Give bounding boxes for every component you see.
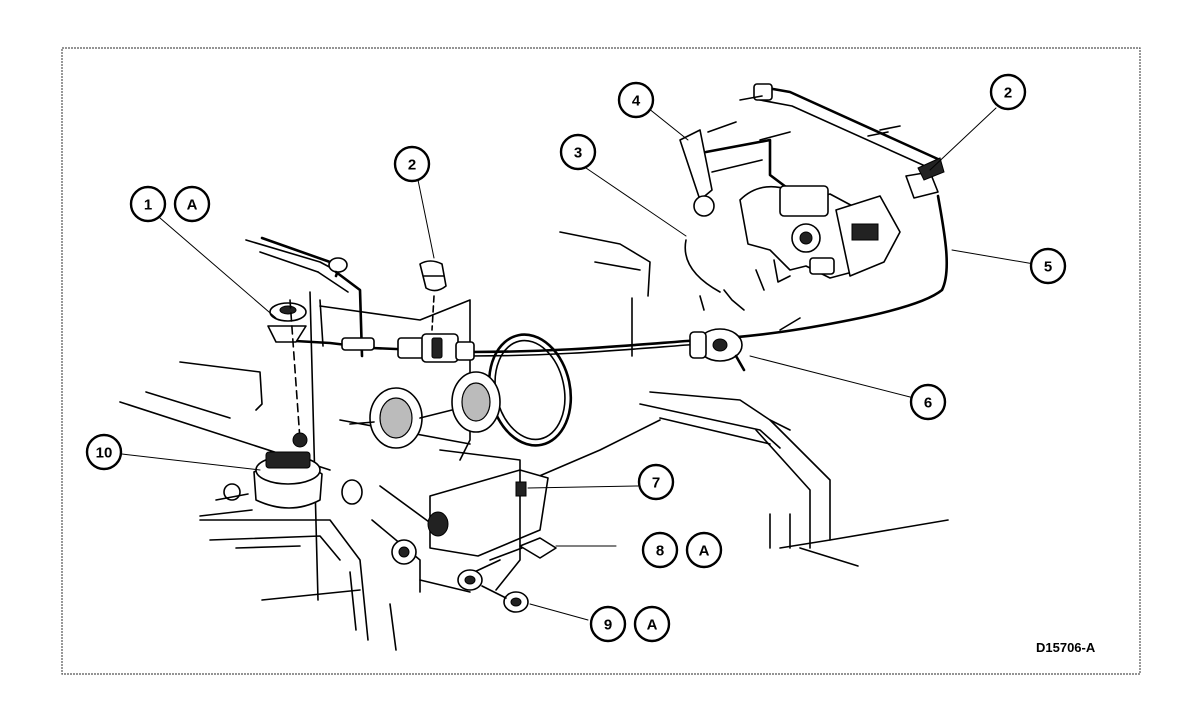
nut-9 <box>457 569 529 613</box>
callout-label: 2 <box>408 157 416 174</box>
callout-label: 6 <box>924 395 932 412</box>
callout-c8a: A <box>685 531 723 569</box>
callout-label: 1 <box>144 197 152 214</box>
callout-label: 9 <box>604 617 612 634</box>
callout-circle <box>989 73 1027 111</box>
callout-circle <box>589 605 627 643</box>
callout-c1: 1 <box>129 185 167 223</box>
callout-c6: 6 <box>909 383 947 421</box>
retaining-clip-left <box>419 260 447 331</box>
callout-label: 3 <box>574 145 582 162</box>
callout-circle <box>129 185 167 223</box>
callout-label: 10 <box>96 445 113 462</box>
callout-c8: 8 <box>641 531 679 569</box>
callout-circle <box>1029 247 1067 285</box>
release-cable <box>276 194 948 447</box>
callout-c1a: A <box>173 185 211 223</box>
callout-c7: 7 <box>637 463 675 501</box>
callout-c4: 4 <box>617 81 655 119</box>
callout-c10: 10 <box>85 433 123 471</box>
callout-c5: 5 <box>1029 247 1067 285</box>
callout-circle <box>637 463 675 501</box>
callout-c9a: A <box>633 605 671 643</box>
engine-compartment-outline <box>119 231 949 651</box>
leader-lines <box>121 107 1035 621</box>
callout-label: A <box>699 543 710 560</box>
slave-cylinder <box>199 432 323 517</box>
nut-top <box>267 299 307 441</box>
callout-circle <box>633 605 671 643</box>
callout-circle <box>641 531 679 569</box>
callout-label: 5 <box>1044 259 1052 276</box>
callout-circle <box>173 185 211 223</box>
callout-circle <box>685 531 723 569</box>
callout-label: 7 <box>652 475 660 492</box>
callout-circle <box>909 383 947 421</box>
bolt-8 <box>489 537 557 561</box>
dust-boots <box>349 371 501 449</box>
callout-label: 8 <box>656 543 664 560</box>
callout-circle <box>393 145 431 183</box>
bracket-lower <box>341 469 549 591</box>
callout-c9: 9 <box>589 605 627 643</box>
pedal-bracket <box>260 236 364 358</box>
callout-label: A <box>187 197 198 214</box>
callout-c2a: 2 <box>393 145 431 183</box>
callout-circle <box>617 81 655 119</box>
callout-c2b: 2 <box>989 73 1027 111</box>
callout-circle <box>85 433 123 471</box>
callout-label: 2 <box>1004 85 1012 102</box>
throttle-linkage <box>679 83 945 311</box>
diagram-frame <box>61 47 1141 675</box>
callout-label: 4 <box>632 93 641 110</box>
callout-c3: 3 <box>559 133 597 171</box>
callout-circle <box>559 133 597 171</box>
figure-code: D15706-A <box>1036 640 1096 655</box>
callout-label: A <box>647 617 658 634</box>
